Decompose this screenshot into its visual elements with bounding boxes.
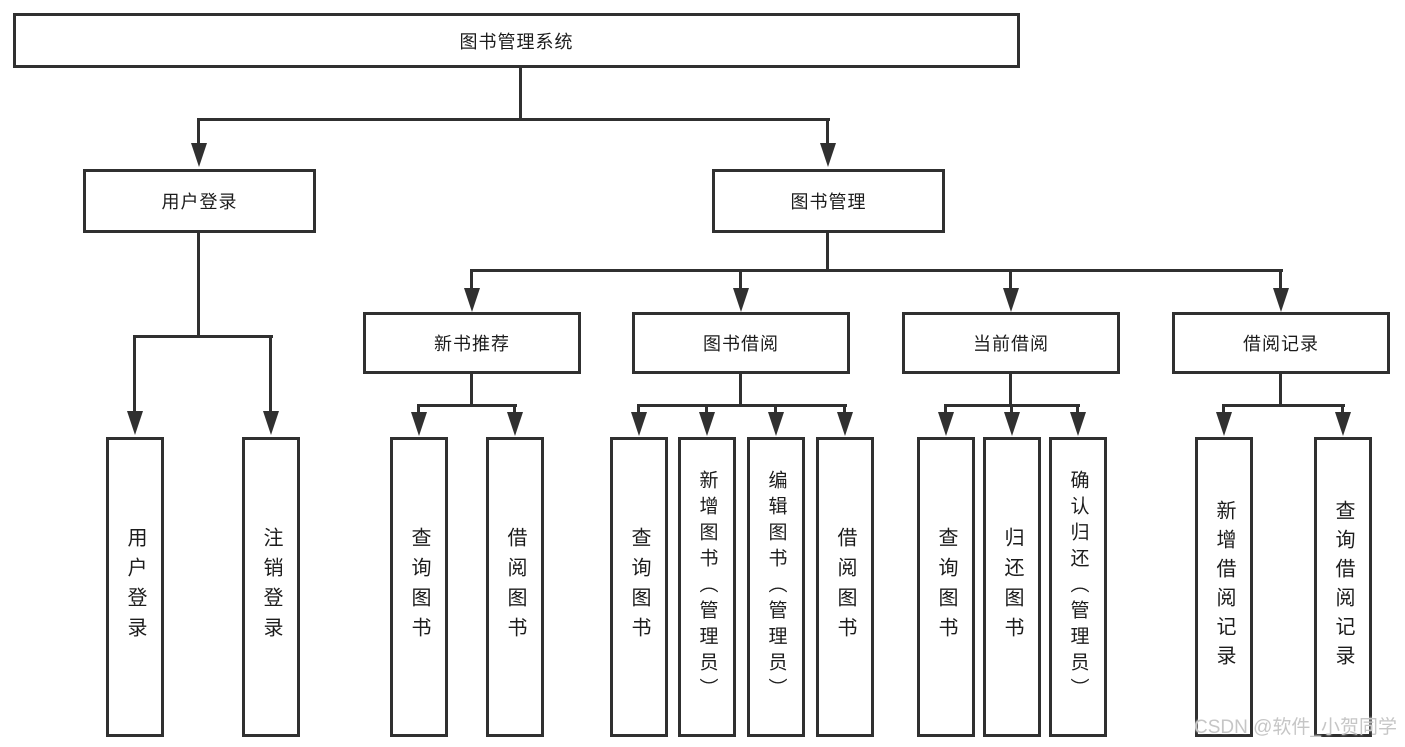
- connector-stem: [513, 404, 516, 414]
- leaf-label: 查询图书: [935, 527, 957, 647]
- leaf-label: 归还图书: [1001, 527, 1023, 647]
- leaf-borrow-books: 借阅图书: [816, 437, 874, 737]
- arrow-down-icon: [464, 288, 480, 312]
- connector-hbar: [1222, 404, 1345, 407]
- arrow-down-icon: [1335, 412, 1351, 436]
- leaf-query-borrow-record: 查询借阅记录: [1314, 437, 1372, 737]
- connector-stem: [1341, 404, 1344, 414]
- connector-level2-hbar: [197, 118, 830, 121]
- leaf-confirm-return-admin: 确认归还（管理员）: [1049, 437, 1107, 737]
- connector-stem: [1222, 404, 1225, 414]
- node-new-book-recommend: 新书推荐: [363, 312, 581, 374]
- leaf-edit-book-admin: 编辑图书（管理员）: [747, 437, 805, 737]
- leaf-add-book-admin: 新增图书（管理员）: [678, 437, 736, 737]
- node-label: 图书管理: [790, 192, 867, 212]
- node-label: 用户登录: [161, 192, 238, 212]
- connector-drop: [1279, 374, 1282, 406]
- connector-drop: [470, 374, 473, 406]
- connector-stem: [826, 118, 829, 143]
- node-label: 图书借阅: [703, 334, 779, 354]
- connector-stem: [739, 269, 742, 291]
- connector-drop: [826, 233, 829, 272]
- leaf-user-login: 用户登录: [106, 437, 164, 737]
- node-label: 当前借阅: [973, 334, 1049, 354]
- arrow-down-icon: [127, 411, 143, 435]
- leaf-label: 借阅图书: [504, 527, 526, 647]
- connector-stem: [1076, 404, 1079, 414]
- connector-stem: [197, 118, 200, 143]
- connector-stem: [637, 404, 640, 414]
- arrow-down-icon: [768, 412, 784, 436]
- arrow-down-icon: [1003, 288, 1019, 312]
- leaf-borrow-books-recommend: 借阅图书: [486, 437, 544, 737]
- arrow-down-icon: [411, 412, 427, 436]
- leaf-label: 新增图书（管理员）: [696, 470, 718, 704]
- node-label: 新书推荐: [434, 334, 510, 354]
- leaf-label: 编辑图书（管理员）: [765, 470, 787, 704]
- node-user-login: 用户登录: [83, 169, 316, 233]
- arrow-down-icon: [820, 143, 836, 167]
- connector-stem: [944, 404, 947, 414]
- csdn-watermark: CSDN @软件_小贺同学: [1194, 717, 1397, 738]
- arrow-down-icon: [938, 412, 954, 436]
- connector-drop: [197, 233, 200, 337]
- arrow-down-icon: [733, 288, 749, 312]
- connector-hbar: [417, 404, 517, 407]
- connector-stem: [269, 335, 272, 413]
- leaf-label: 注销登录: [260, 527, 282, 647]
- arrow-down-icon: [1273, 288, 1289, 312]
- leaf-query-books-recommend: 查询图书: [390, 437, 448, 737]
- leaf-query-books-current: 查询图书: [917, 437, 975, 737]
- arrow-down-icon: [507, 412, 523, 436]
- connector-stem: [705, 404, 708, 414]
- arrow-down-icon: [837, 412, 853, 436]
- arrow-down-icon: [699, 412, 715, 436]
- arrow-down-icon: [1004, 412, 1020, 436]
- arrow-down-icon: [1216, 412, 1232, 436]
- node-label: 借阅记录: [1243, 334, 1319, 354]
- connector-root-drop: [519, 68, 522, 121]
- node-book-management: 图书管理: [712, 169, 945, 233]
- node-borrow-records: 借阅记录: [1172, 312, 1390, 374]
- connector-level3-hbar: [470, 269, 1283, 272]
- leaf-label: 用户登录: [124, 527, 146, 647]
- leaf-label: 新增借阅记录: [1213, 500, 1235, 674]
- leaf-label: 查询图书: [628, 527, 650, 647]
- connector-stem: [470, 269, 473, 291]
- connector-stem: [1279, 269, 1282, 291]
- node-book-borrow: 图书借阅: [632, 312, 850, 374]
- arrow-down-icon: [263, 411, 279, 435]
- arrow-down-icon: [1070, 412, 1086, 436]
- connector-hbar: [133, 335, 273, 338]
- node-root: 图书管理系统: [13, 13, 1020, 68]
- leaf-label: 借阅图书: [834, 527, 856, 647]
- connector-drop: [739, 374, 742, 406]
- connector-stem: [417, 404, 420, 414]
- leaf-label: 确认归还（管理员）: [1067, 470, 1089, 704]
- node-root-label: 图书管理系统: [459, 31, 574, 52]
- leaf-query-books-borrow: 查询图书: [610, 437, 668, 737]
- connector-drop: [1009, 374, 1012, 406]
- connector-stem: [774, 404, 777, 414]
- leaf-logout: 注销登录: [242, 437, 300, 737]
- leaf-label: 查询借阅记录: [1332, 500, 1354, 674]
- leaf-return-books: 归还图书: [983, 437, 1041, 737]
- connector-stem: [843, 404, 846, 414]
- leaf-add-borrow-record: 新增借阅记录: [1195, 437, 1253, 737]
- connector-stem: [1009, 269, 1012, 291]
- arrow-down-icon: [191, 143, 207, 167]
- node-current-borrow: 当前借阅: [902, 312, 1120, 374]
- arrow-down-icon: [631, 412, 647, 436]
- connector-hbar: [637, 404, 847, 407]
- connector-stem: [1010, 404, 1013, 414]
- leaf-label: 查询图书: [408, 527, 430, 647]
- connector-stem: [133, 335, 136, 413]
